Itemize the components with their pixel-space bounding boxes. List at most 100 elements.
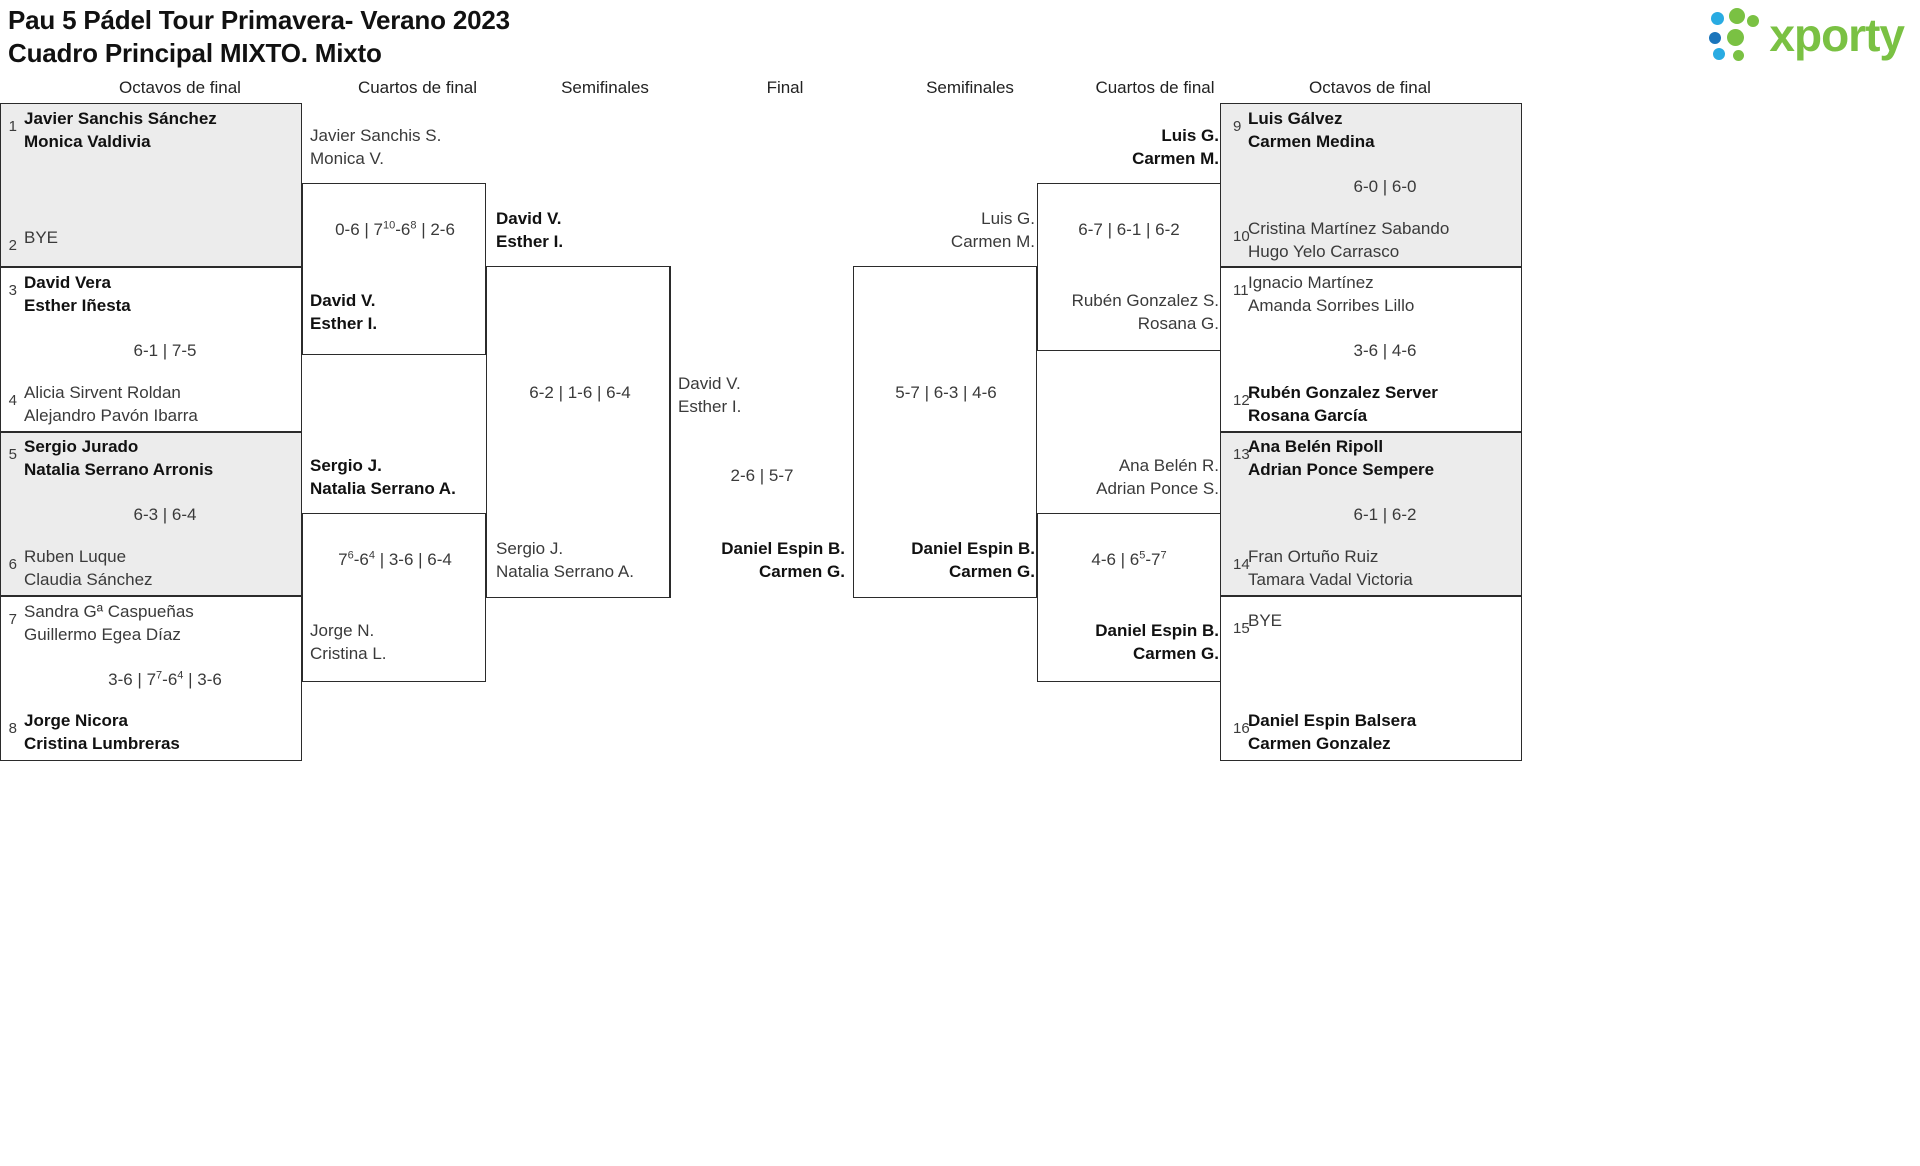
player-name: Guillermo Egea Díaz: [24, 624, 181, 644]
list-item[interactable]: Daniel Espin B. Carmen G.: [853, 538, 1035, 583]
player-name: Sergio Jurado: [24, 437, 139, 456]
match-score: 4-6 | 65-77: [1091, 549, 1167, 569]
player-name: Daniel Espin Balsera: [1248, 711, 1417, 730]
list-item[interactable]: Daniel Espin B. Carmen G.: [1037, 620, 1219, 665]
player-name: Natalia Serrano A.: [310, 478, 456, 498]
match-box-l4[interactable]: [0, 596, 302, 761]
match-score: 6-1 | 7-5: [133, 341, 197, 360]
player-name: David V.: [678, 374, 741, 393]
list-item[interactable]: Sergio J. Natalia Serrano A.: [496, 538, 634, 583]
match-box-r1[interactable]: [1220, 103, 1522, 267]
player-name: Natalia Serrano A.: [496, 561, 634, 581]
list-item[interactable]: Luis G. Carmen M.: [1037, 125, 1219, 170]
list-item[interactable]: 2 BYE: [2, 227, 58, 256]
seed-number: 9: [1233, 118, 1242, 135]
match-score: 2-6 | 5-7: [730, 466, 794, 485]
player-name: Monica V.: [310, 148, 385, 168]
player-name: Claudia Sánchez: [24, 569, 153, 589]
round-header-cuartos-right: Cuartos de final: [1095, 78, 1215, 97]
match-box-lsf[interactable]: [486, 266, 670, 598]
match-box-l1[interactable]: [0, 103, 302, 267]
list-item[interactable]: David V. Esther I.: [496, 208, 563, 253]
player-name: Daniel Espin B.: [911, 539, 1035, 558]
list-item[interactable]: Daniel Espin B. Carmen G.: [663, 538, 845, 583]
seed-number: 15: [1233, 620, 1250, 637]
match-score: 6-0 | 6-0: [1353, 177, 1417, 196]
player-name: Esther I.: [496, 231, 564, 251]
player-name: Jorge Nicora: [24, 711, 128, 730]
match-box-rsf[interactable]: [853, 266, 1037, 598]
list-item[interactable]: Ana Belén R. Adrian Ponce S.: [1037, 455, 1219, 500]
player-name: Carmen M.: [950, 231, 1035, 251]
player-name: Cristina L.: [310, 643, 387, 663]
player-name: BYE: [24, 228, 59, 247]
list-item[interactable]: Rubén Gonzalez S. Rosana G.: [1037, 290, 1219, 335]
seed-number: 14: [1233, 556, 1250, 573]
player-name: Sergio J.: [310, 456, 382, 475]
player-name: Javier Sanchis Sánchez: [24, 109, 217, 128]
player-name: Daniel Espin B.: [1095, 621, 1219, 640]
match-box-lqf2[interactable]: [302, 513, 486, 682]
match-box-l3[interactable]: [0, 432, 302, 596]
player-name: David Vera: [24, 273, 111, 292]
player-name: Hugo Yelo Carrasco: [1248, 241, 1400, 261]
player-name: Luis G.: [981, 209, 1035, 228]
player-name: Alejandro Pavón Ibarra: [24, 405, 198, 425]
player-name: Carmen G.: [1133, 643, 1219, 663]
match-score: 6-3 | 6-4: [133, 505, 197, 524]
list-item[interactable]: 15 BYE: [1226, 610, 1282, 639]
match-box-lqf1[interactable]: [302, 183, 486, 355]
player-name: Javier Sanchis S.: [310, 126, 442, 145]
list-item[interactable]: David V. Esther I.: [678, 373, 741, 418]
player-name: Rubén Gonzalez Server: [1248, 383, 1438, 402]
seed-number: 13: [1233, 446, 1250, 463]
player-name: Jorge N.: [310, 621, 375, 640]
seed-number: 11: [1233, 282, 1249, 299]
match-score: 6-2 | 1-6 | 6-4: [529, 383, 631, 402]
player-name: David V.: [310, 291, 376, 310]
match-score: 76-64 | 3-6 | 6-4: [338, 549, 452, 569]
seed-number: 3: [8, 282, 17, 299]
list-item[interactable]: David V. Esther I.: [310, 290, 377, 335]
round-header-semis-left: Semifinales: [561, 78, 649, 97]
player-name: Carmen Gonzalez: [1248, 733, 1391, 753]
player-name: Ana Belén Ripoll: [1248, 437, 1384, 456]
page-title: Pau 5 Pádel Tour Primavera- Verano 2023 …: [8, 4, 510, 71]
seed-number: 2: [8, 237, 17, 254]
seed-number: 8: [8, 720, 17, 737]
list-item[interactable]: Javier Sanchis S. Monica V.: [310, 125, 441, 170]
player-name: Ignacio Martínez: [1248, 273, 1374, 292]
player-name: Esther Iñesta: [24, 295, 131, 315]
list-item[interactable]: Jorge N. Cristina L.: [310, 620, 387, 665]
player-name: Carmen G.: [759, 561, 845, 581]
player-name: Rubén Gonzalez S.: [1071, 291, 1219, 310]
player-name: Ana Belén R.: [1118, 456, 1219, 475]
list-item[interactable]: Luis G. Carmen M.: [853, 208, 1035, 253]
match-box-r2[interactable]: [1220, 267, 1522, 432]
round-header-semis-right: Semifinales: [926, 78, 1014, 97]
match-score: 6-7 | 6-1 | 6-2: [1078, 220, 1180, 239]
match-box-r3[interactable]: [1220, 432, 1522, 596]
match-box-r4[interactable]: [1220, 596, 1522, 761]
list-item[interactable]: Sergio J. Natalia Serrano A.: [310, 455, 456, 500]
match-score: 6-1 | 6-2: [1353, 505, 1417, 524]
seed-number: 12: [1233, 392, 1250, 409]
player-name: Cristina Martínez Sabando: [1248, 219, 1450, 238]
match-score: 0-6 | 710-68 | 2-6: [335, 219, 455, 239]
seed-number: 4: [8, 392, 17, 409]
match-box-l2[interactable]: [0, 267, 302, 432]
